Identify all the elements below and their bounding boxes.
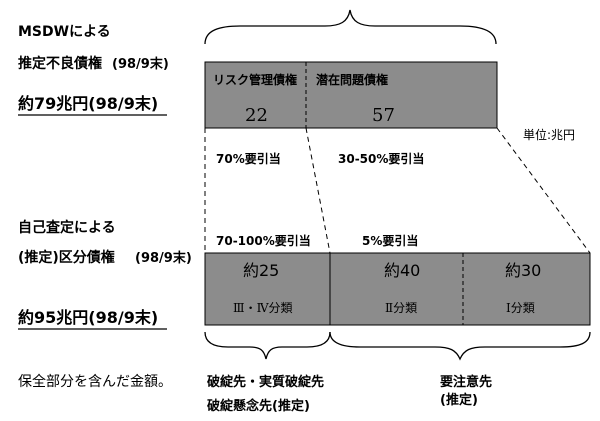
connector-left-inner [305, 127, 331, 254]
caption-left-line1: 破綻先・実質破綻先 [207, 374, 324, 390]
provision-right-top: 30-50%要引当 [338, 151, 424, 166]
msdw-total: 約79兆円(98/9末) [18, 94, 158, 113]
msdw-label: MSDWによる [18, 24, 111, 40]
bottom-seg1-value: 約25 [243, 261, 279, 280]
provision-right-bottom: 5%要引当 [362, 233, 418, 248]
self-label: 自己査定による [18, 219, 116, 236]
provision-left-top: 70%要引当 [216, 151, 281, 166]
bottom-bar [204, 252, 591, 326]
self-subtitle: (推定)区分債権 [18, 249, 115, 266]
footnote: 保全部分を含んだ金額。 [18, 373, 172, 390]
msdw-date: (98/9末) [112, 56, 169, 72]
bottom-seg1-category: Ⅲ・Ⅳ分類 [233, 301, 293, 315]
self-date: (98/9末) [135, 250, 192, 266]
bottom-seg3-category: Ⅰ分類 [506, 301, 535, 315]
bottom-brace-left [204, 331, 331, 360]
top-bar [204, 61, 498, 129]
provision-left-bottom: 70-100%要引当 [216, 233, 311, 248]
top-seg1-label: リスク管理債権 [213, 72, 297, 87]
top-brace [204, 9, 497, 45]
msdw-subtitle: 推定不良債権 [18, 55, 102, 72]
top-seg2-value: 57 [372, 105, 395, 126]
connector-right [496, 127, 591, 254]
caption-right-line2: (推定) [440, 392, 478, 408]
top-seg1-value: 22 [245, 105, 268, 126]
self-total: 約95兆円(98/9末) [18, 308, 158, 327]
unit-label: 単位:兆円 [523, 127, 575, 142]
caption-left-line2: 破綻懸念先(推定) [207, 398, 310, 414]
bottom-brace-right [329, 331, 591, 361]
bottom-seg2-category: Ⅱ分類 [385, 301, 417, 315]
bottom-seg3-value: 約30 [505, 261, 541, 280]
top-seg2-label: 潜在問題債権 [316, 72, 388, 87]
caption-right-line1: 要注意先 [440, 374, 492, 390]
bottom-seg2-value: 約40 [384, 261, 420, 280]
